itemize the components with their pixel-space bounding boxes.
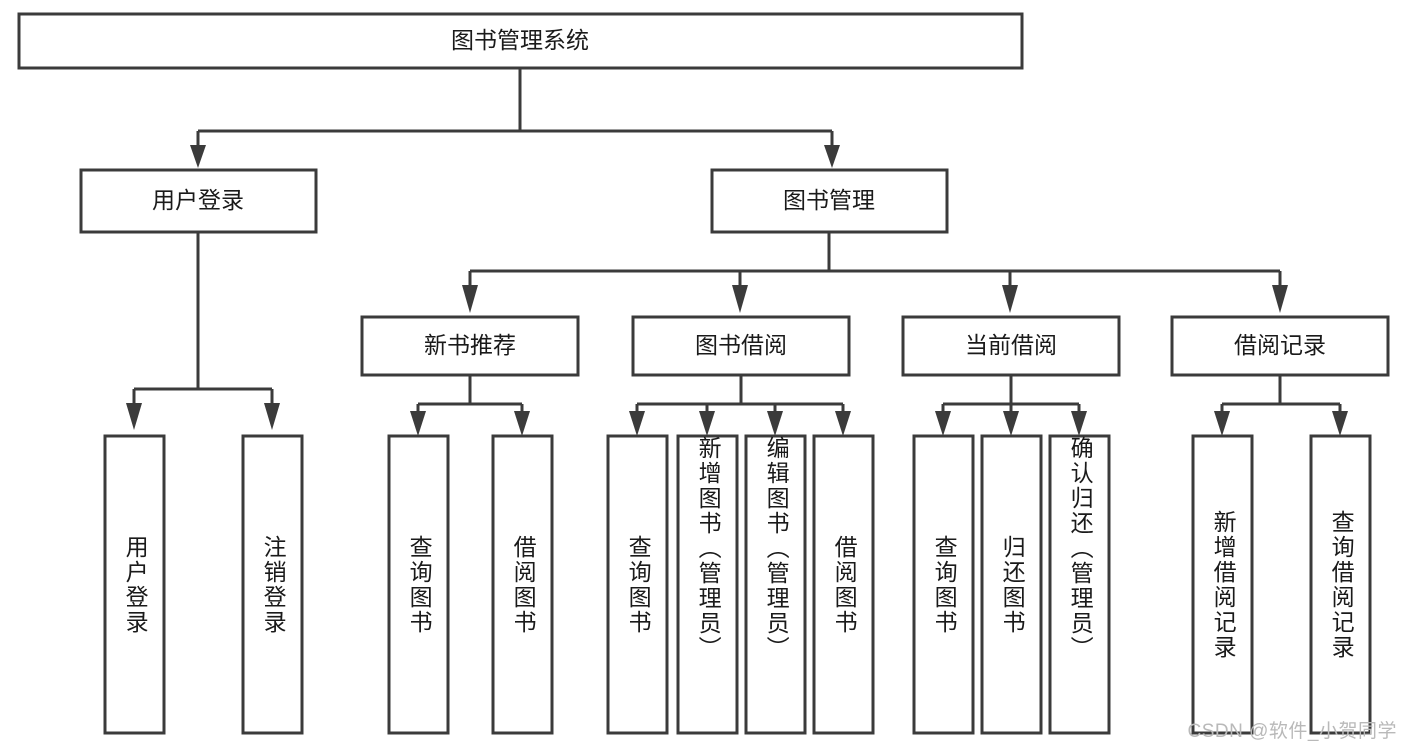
- node-new-book-recommend[interactable]: 新书推荐: [360, 315, 580, 377]
- current-borrow-label: 当前借阅: [965, 332, 1057, 358]
- node-root[interactable]: 图书管理系统: [17, 12, 1024, 70]
- new-book-recommend-box: [360, 315, 580, 377]
- node-borrow-record[interactable]: 借阅记录: [1170, 315, 1390, 377]
- watermark-text: CSDN @软件_小贺同学: [1187, 721, 1397, 742]
- leaf-box-user-login-0[interactable]: [103, 434, 166, 735]
- root-box: [17, 12, 1024, 70]
- user-login-box: [79, 168, 318, 234]
- book-borrow-label: 图书借阅: [695, 332, 787, 358]
- leaf-box-borrow-record-0[interactable]: [1191, 434, 1254, 735]
- connector-borrow-record-to-leaves: [1214, 375, 1348, 436]
- node-user-login[interactable]: 用户登录: [79, 168, 318, 234]
- node-book-borrow[interactable]: 图书借阅: [631, 315, 851, 377]
- borrow-record-label: 借阅记录: [1234, 332, 1326, 358]
- leaf-box-book-borrow-1[interactable]: [676, 434, 739, 735]
- connector-book-manage-to-level3: [462, 232, 1288, 313]
- leaf-box-user-login-1[interactable]: [241, 434, 304, 735]
- leaf-box-book-borrow-0[interactable]: [606, 434, 669, 735]
- book-manage-label: 图书管理: [783, 187, 875, 213]
- leaf-box-current-borrow-2[interactable]: [1048, 434, 1111, 735]
- node-book-manage[interactable]: 图书管理: [710, 168, 949, 234]
- connector-root-to-level2: [190, 68, 840, 168]
- arrow-to-user-login: [190, 145, 206, 168]
- connector-book-borrow-to-leaves: [629, 375, 851, 436]
- user-login-label: 用户登录: [152, 187, 244, 213]
- leaf-box-new-book-1[interactable]: [491, 434, 554, 735]
- current-borrow-box: [901, 315, 1121, 377]
- connector-new-book-recommend-to-leaves: [410, 375, 530, 436]
- root-label: 图书管理系统: [451, 27, 589, 53]
- leaf-box-current-borrow-0[interactable]: [912, 434, 975, 735]
- leaf-box-new-book-0[interactable]: [387, 434, 450, 735]
- leaf-box-current-borrow-1[interactable]: [980, 434, 1043, 735]
- arrow-to-book-manage: [824, 145, 840, 168]
- leaf-box-book-borrow-3[interactable]: [812, 434, 875, 735]
- leaf-box-borrow-record-1[interactable]: [1309, 434, 1372, 735]
- new-book-recommend-label: 新书推荐: [424, 332, 516, 358]
- leaf-box-book-borrow-2[interactable]: [744, 434, 807, 735]
- connector-current-borrow-to-leaves: [935, 375, 1087, 436]
- node-current-borrow[interactable]: 当前借阅: [901, 315, 1121, 377]
- connector-user-login-to-leaves: [126, 232, 280, 430]
